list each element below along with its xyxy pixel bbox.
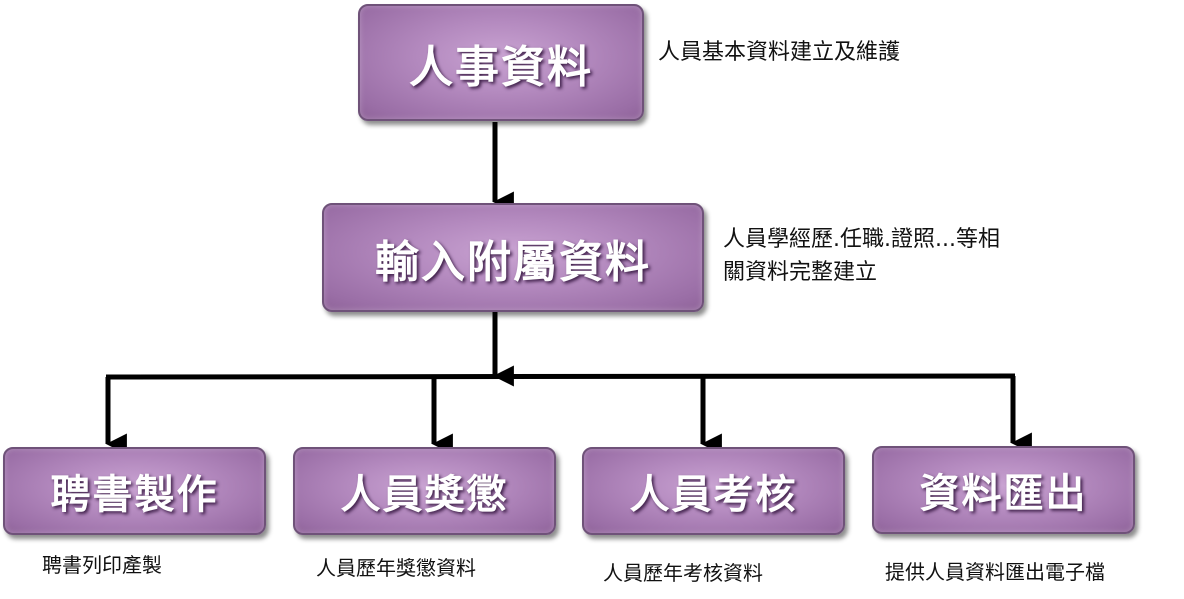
node-input-attached-data-desc-line2: 關資料完整建立 (723, 260, 878, 285)
node-appointment-letter: 聘書製作 (3, 447, 266, 535)
branch-horizontal-line (105, 373, 1016, 380)
node-data-export-label: 資料匯出 (919, 470, 1088, 517)
node-performance-review-desc: 人員歷年考核資料 (603, 561, 763, 585)
node-data-export: 資料匯出 (872, 446, 1135, 534)
node-personnel-data-label: 人事資料 (409, 41, 593, 93)
node-appointment-letter-desc: 聘書列印產製 (42, 553, 162, 577)
node-input-attached-data: 輸入附屬資料 (322, 203, 704, 312)
node-performance-review: 人員考核 (582, 447, 845, 535)
node-input-attached-data-desc: 人員學經歷.任職.證照...等相 關資料完整建立 (723, 223, 1000, 289)
node-personnel-data-desc: 人員基本資料建立及維護 (658, 40, 901, 65)
node-rewards-penalties-desc: 人員歷年獎懲資料 (316, 556, 476, 580)
node-performance-review-label: 人員考核 (629, 471, 798, 518)
node-data-export-desc: 提供人員資料匯出電子檔 (885, 560, 1105, 584)
node-rewards-penalties: 人員獎懲 (293, 447, 556, 535)
node-input-attached-data-label: 輸入附屬資料 (375, 236, 651, 288)
node-personnel-data: 人事資料 (358, 4, 644, 121)
node-input-attached-data-desc-line1: 人員學經歷.任職.證照...等相 (723, 227, 1000, 252)
node-appointment-letter-label: 聘書製作 (50, 471, 219, 518)
node-rewards-penalties-label: 人員獎懲 (340, 471, 509, 518)
